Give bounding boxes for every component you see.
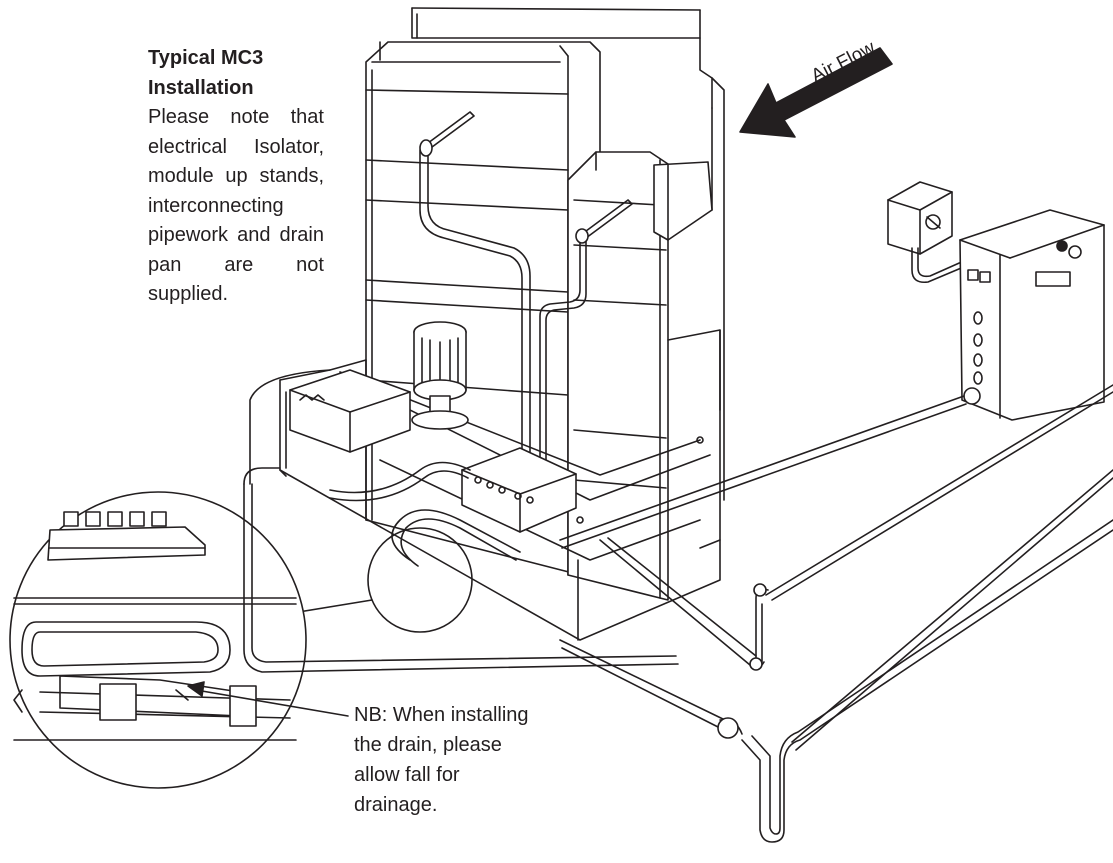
module-back-frame bbox=[411, 7, 725, 501]
controller-cabinet bbox=[959, 209, 1105, 421]
pump-control-unit bbox=[289, 369, 411, 453]
drain-note-line: the drain, please bbox=[354, 734, 502, 756]
pump-motor bbox=[411, 321, 469, 430]
flexible-hoses bbox=[329, 461, 521, 567]
drain-note-line: allow fall for bbox=[354, 764, 460, 786]
installation-note-body: Please note that electrical Isolator, mo… bbox=[148, 106, 324, 305]
right-media-module bbox=[567, 151, 713, 601]
electrical-isolator bbox=[887, 181, 967, 284]
left-media-module bbox=[365, 41, 601, 581]
manifold-block bbox=[461, 447, 577, 533]
drain-note-line: NB: When installing bbox=[354, 704, 529, 726]
installation-note-title: Typical MC3 Installation bbox=[148, 47, 264, 99]
detail-inset bbox=[9, 491, 307, 789]
drain-note-line: drainage. bbox=[354, 794, 438, 816]
distribution-pipework bbox=[419, 111, 633, 481]
drain-note: NB: When installing the drain, please al… bbox=[354, 700, 584, 820]
interconnecting-pipework bbox=[243, 369, 1113, 843]
installation-note: Typical MC3 Installation Please note tha… bbox=[148, 44, 324, 310]
drain-pointer-arrow bbox=[187, 681, 349, 717]
air-flow-arrow bbox=[739, 47, 893, 138]
